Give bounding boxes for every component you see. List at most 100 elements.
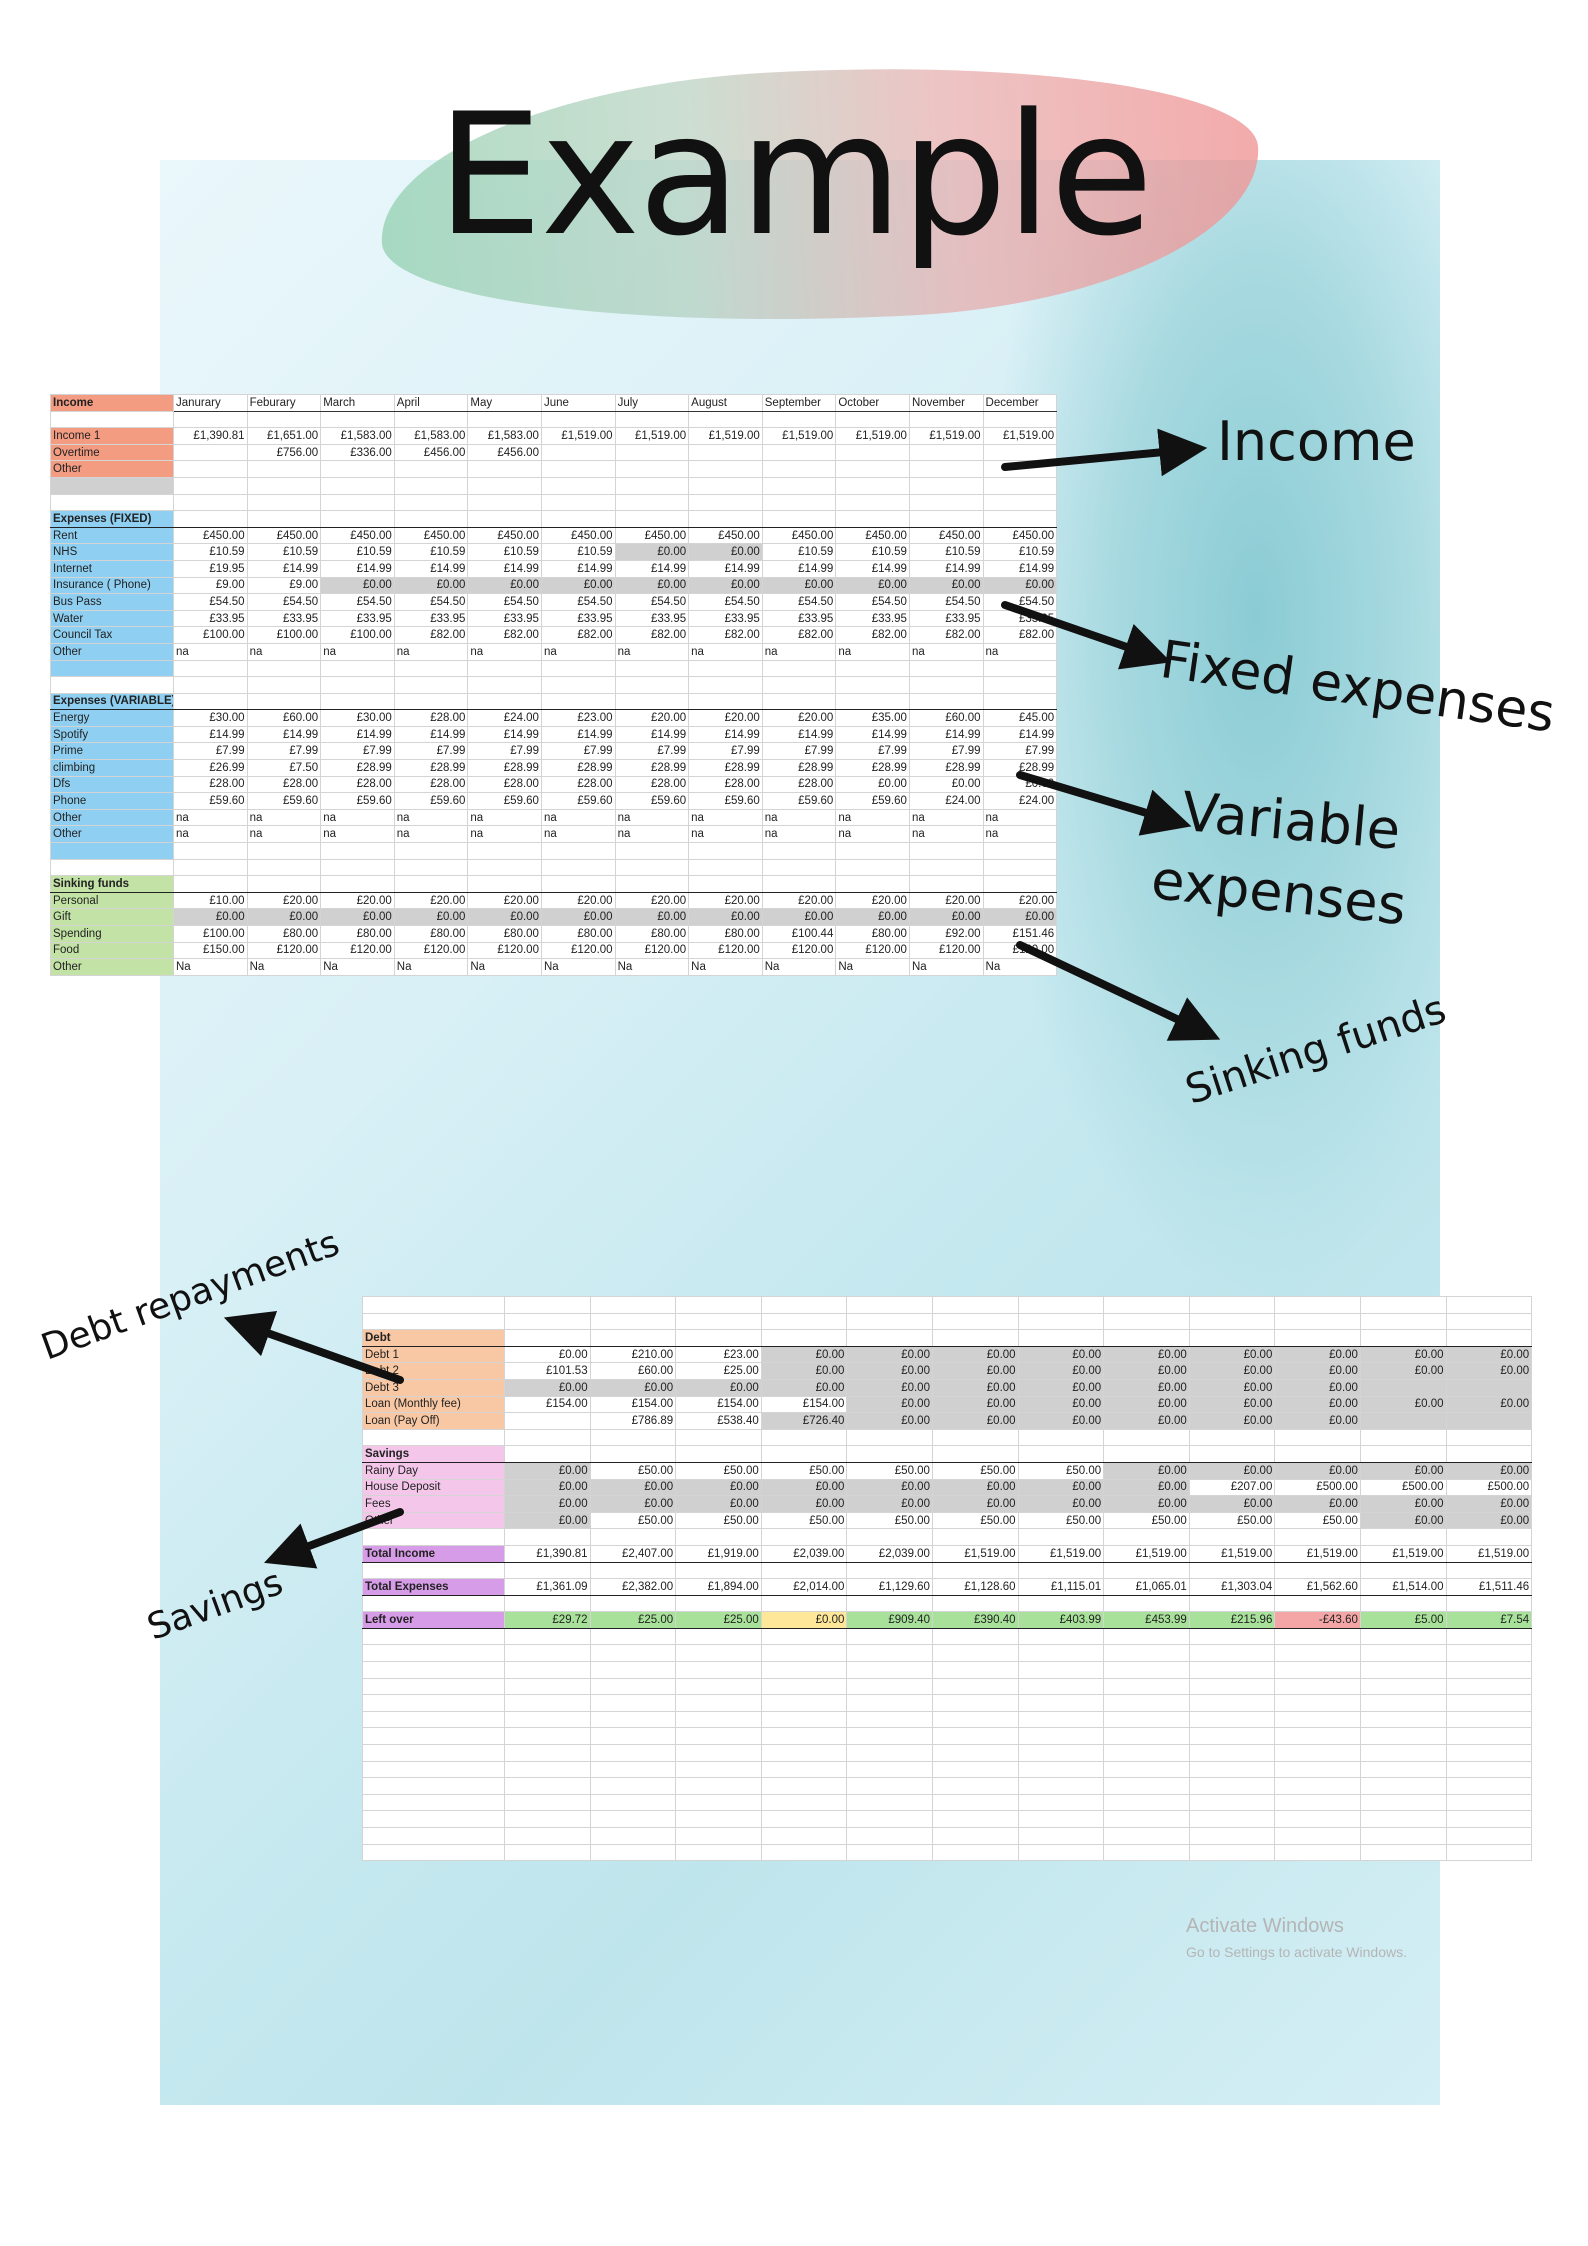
value-cell: £0.00: [1359, 1511, 1447, 1530]
value-cell: £28.00: [173, 775, 248, 794]
value-cell: £10.59: [393, 543, 469, 561]
value-cell: na: [835, 825, 910, 844]
value-cell: £20.00: [614, 709, 690, 727]
sheet-row: Council Tax£100.00£100.00£100.00£82.00£8…: [50, 626, 1058, 644]
value-cell: £120.00: [320, 941, 395, 960]
value-cell: £20.00: [614, 891, 690, 910]
value-cell: £0.00: [846, 1395, 933, 1414]
value-cell: £14.99: [688, 725, 763, 744]
value-cell: £1,519.00: [982, 427, 1058, 445]
row-label: Phone: [50, 792, 174, 810]
value-cell: £0.00: [675, 1378, 762, 1397]
value-cell: £0.00: [846, 1362, 933, 1380]
value-cell: £54.50: [982, 593, 1058, 611]
value-cell: £0.00: [931, 1362, 1019, 1380]
value-cell: £9.00: [246, 576, 322, 595]
value-cell: £0.00: [504, 1345, 591, 1364]
row-label: [50, 659, 174, 678]
value-cell: £120.00: [540, 941, 616, 960]
value-cell: £0.00: [688, 576, 763, 595]
value-cell: £20.00: [393, 891, 469, 910]
value-cell: £92.00: [908, 925, 984, 943]
row-label: Sinking funds: [50, 875, 174, 893]
value-cell: £7.99: [688, 742, 763, 761]
sheet-row: [50, 410, 1058, 429]
value-cell: £120.00: [246, 941, 322, 960]
value-cell: £154.00: [675, 1395, 762, 1414]
value-cell: £450.00: [761, 526, 837, 545]
value-cell: £59.60: [761, 792, 837, 810]
value-cell: £1,303.04: [1188, 1578, 1276, 1596]
value-cell: na: [540, 825, 616, 844]
month-header: August: [688, 394, 763, 412]
watermark-activate-windows: Activate Windows: [1186, 1915, 1344, 1937]
value-cell: £14.99: [761, 725, 837, 744]
value-cell: £100.00: [173, 626, 248, 644]
sheet-row: Loan (Pay Off)£786.89£538.40£726.40£0.00…: [362, 1412, 1533, 1430]
value-cell: Na: [835, 958, 910, 976]
value-cell: £14.99: [467, 559, 542, 578]
value-cell: £0.00: [1359, 1345, 1447, 1364]
sheet-row: Savings: [362, 1445, 1533, 1463]
sheet-row: Insurance ( Phone)£9.00£9.00£0.00£0.00£0…: [50, 576, 1058, 595]
value-cell: £453.99: [1103, 1611, 1190, 1629]
value-cell: na: [467, 825, 542, 844]
value-cell: na: [688, 825, 763, 844]
row-label: Income: [50, 394, 174, 412]
value-cell: £0.00: [688, 908, 763, 926]
empty-cell: [1445, 1843, 1533, 1862]
row-label: Food: [50, 941, 174, 960]
value-cell: na: [982, 808, 1058, 827]
value-cell: £0.00: [393, 908, 469, 926]
value-cell: na: [908, 642, 984, 661]
value-cell: £120.00: [393, 941, 469, 960]
value-cell: £5.00: [1359, 1611, 1447, 1629]
sheet-row: Other: [50, 460, 1058, 478]
empty-row: [362, 1810, 1533, 1828]
value-cell: £1,065.01: [1103, 1578, 1190, 1596]
value-cell: £120.00: [467, 941, 542, 960]
value-cell: £450.00: [614, 526, 690, 545]
value-cell: £0.00: [1274, 1345, 1361, 1364]
row-label: Left over: [362, 1611, 505, 1629]
value-cell: £0.00: [540, 908, 616, 926]
value-cell: £450.00: [173, 526, 248, 545]
value-cell: £0.00: [760, 1611, 848, 1629]
value-cell: £0.00: [908, 775, 984, 794]
row-label: Other: [50, 808, 174, 827]
value-cell: £1,519.00: [761, 427, 837, 445]
value-cell: £1,651.00: [246, 427, 322, 445]
value-cell: £2,014.00: [760, 1578, 848, 1596]
value-cell: £0.00: [1445, 1345, 1533, 1364]
value-cell: £14.99: [908, 559, 984, 578]
sheet-row: Bus Pass£54.50£54.50£54.50£54.50£54.50£5…: [50, 593, 1058, 611]
value-cell: £0.00: [1188, 1495, 1276, 1513]
value-cell: £0.00: [1103, 1345, 1190, 1364]
row-label: Rent: [50, 526, 174, 545]
value-cell: £82.00: [393, 626, 469, 644]
empty-cell: [362, 1843, 505, 1862]
month-header: September: [761, 394, 837, 412]
arrow-sinking-funds: [1016, 941, 1221, 1041]
sheet-row: Spending£100.00£80.00£80.00£80.00£80.00£…: [50, 925, 1058, 943]
value-cell: £20.00: [320, 891, 395, 910]
value-cell: £1,519.00: [1359, 1544, 1447, 1563]
sheet-row: [50, 858, 1058, 877]
value-cell: £0.00: [1445, 1362, 1533, 1380]
row-label: Insurance ( Phone): [50, 576, 174, 595]
value-cell: £0.00: [1274, 1362, 1361, 1380]
value-cell: £54.50: [540, 593, 616, 611]
row-label: Other: [50, 642, 174, 661]
page-title: Example: [436, 77, 1154, 273]
value-cell: £0.00: [846, 1495, 933, 1513]
value-cell: na: [467, 642, 542, 661]
value-cell: £0.00: [1103, 1461, 1190, 1480]
value-cell: Na: [688, 958, 763, 976]
value-cell: £0.00: [1359, 1495, 1447, 1513]
